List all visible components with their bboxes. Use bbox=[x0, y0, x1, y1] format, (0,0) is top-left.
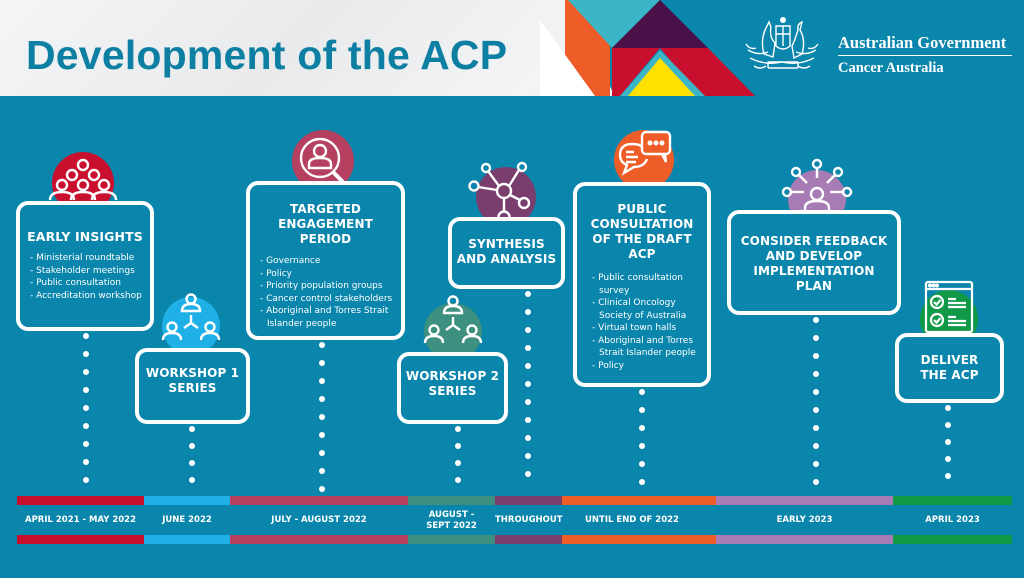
stage-items: Public consultation survey Clinical Onco… bbox=[592, 272, 701, 372]
stage-early-insights: EARLY INSIGHTS Ministerial roundtable St… bbox=[16, 201, 154, 331]
stage-title: WORKSHOP 1 SERIES bbox=[139, 366, 246, 396]
list-item: Priority population groups bbox=[260, 280, 401, 293]
stage-targeted-engagement: TARGETED ENGAGEMENT PERIOD Governance Po… bbox=[246, 181, 405, 340]
agency-name: Cancer Australia bbox=[838, 60, 944, 76]
stage-public-consultation: PUBLIC CONSULTATION OF THE DRAFT ACP Pub… bbox=[573, 182, 711, 387]
title-line: TARGETED bbox=[290, 202, 361, 216]
timeline-bar-synthesis-bottom bbox=[495, 535, 562, 544]
list-item: Accreditation workshop bbox=[30, 290, 150, 303]
list-item: Virtual town halls bbox=[592, 322, 701, 335]
timeline-bar-deliver bbox=[893, 496, 1012, 505]
geometric-triangles-decoration-icon bbox=[540, 0, 755, 96]
period-label: AUGUST - SEPT 2022 bbox=[408, 510, 495, 532]
connector-dots bbox=[319, 342, 325, 492]
list-item: Stakeholder meetings bbox=[30, 265, 150, 278]
list-item: Policy bbox=[260, 268, 401, 281]
connector-dots bbox=[83, 333, 89, 493]
list-item: Clinical Oncology Society of Australia bbox=[592, 297, 701, 322]
government-name: Australian Government bbox=[838, 33, 1007, 52]
workshop-network-icon bbox=[161, 293, 221, 355]
stage-title: WORKSHOP 2 SERIES bbox=[401, 369, 504, 399]
connector-dots bbox=[525, 291, 531, 491]
logo-divider bbox=[838, 55, 1012, 56]
title-line: CONSULTATION bbox=[590, 217, 694, 231]
timeline-bar-public-consultation bbox=[562, 496, 716, 505]
stage-title: TARGETED ENGAGEMENT PERIOD bbox=[250, 202, 401, 247]
stage-deliver: DELIVER THE ACP bbox=[895, 333, 1004, 403]
title-line: WORKSHOP 2 bbox=[405, 369, 500, 383]
timeline-bar-workshop-2 bbox=[408, 496, 495, 505]
title-line: PERIOD bbox=[299, 232, 352, 246]
timeline-bar-workshop-1-bottom bbox=[144, 535, 230, 544]
title-line: DELIVER bbox=[920, 353, 979, 367]
title-line: ACP bbox=[628, 247, 656, 261]
period-label: EARLY 2023 bbox=[776, 515, 833, 525]
timeline-bar-consider-feedback-bottom bbox=[716, 535, 893, 544]
title-line: SYNTHESIS bbox=[468, 237, 545, 251]
stage-title: CONSIDER FEEDBACK AND DEVELOP IMPLEMENTA… bbox=[731, 234, 897, 294]
period-line: AUGUST - bbox=[428, 510, 475, 520]
australian-coat-of-arms-icon bbox=[745, 17, 819, 69]
timeline-bar-deliver-bottom bbox=[893, 535, 1012, 544]
stage-title: SYNTHESIS AND ANALYSIS bbox=[452, 237, 561, 267]
period-line: SEPT 2022 bbox=[426, 521, 477, 531]
period-label: APRIL 2023 bbox=[925, 515, 980, 525]
header-light-panel bbox=[0, 0, 615, 96]
period-label: JULY - AUGUST 2022 bbox=[271, 515, 367, 525]
timeline-bar-workshop-2-bottom bbox=[408, 535, 495, 544]
stage-title: DELIVER THE ACP bbox=[899, 353, 1000, 383]
timeline-bar-early-insights-bottom bbox=[17, 535, 144, 544]
title-line: THE ACP bbox=[920, 368, 979, 382]
title-line: IMPLEMENTATION bbox=[753, 264, 875, 278]
stage-items: Governance Policy Priority population gr… bbox=[260, 255, 401, 330]
timeline-bar-synthesis bbox=[495, 496, 562, 505]
list-item: Ministerial roundtable bbox=[30, 252, 150, 265]
timeline-bar-targeted-engagement bbox=[230, 496, 408, 505]
stage-synthesis: SYNTHESIS AND ANALYSIS bbox=[448, 217, 565, 289]
period-label: JUNE 2022 bbox=[162, 515, 212, 525]
stage-consider-feedback: CONSIDER FEEDBACK AND DEVELOP IMPLEMENTA… bbox=[727, 210, 901, 315]
list-item: Cancer control stakeholders bbox=[260, 293, 401, 306]
title-line: SERIES bbox=[428, 384, 477, 398]
header-banner: Development of the ACP Australian Govern… bbox=[0, 0, 1024, 96]
stage-workshop-1: WORKSHOP 1 SERIES bbox=[135, 348, 250, 424]
connector-dots bbox=[455, 426, 461, 496]
connector-dots bbox=[189, 426, 195, 496]
title-line: PLAN bbox=[795, 279, 833, 293]
period-label: APRIL 2021 - MAY 2022 bbox=[25, 515, 136, 525]
title-line: PUBLIC bbox=[617, 202, 667, 216]
list-item: Aboriginal and Torres Strait Islander pe… bbox=[592, 335, 701, 360]
stage-workshop-2: WORKSHOP 2 SERIES bbox=[397, 352, 508, 424]
list-item: Policy bbox=[592, 360, 701, 373]
connector-dots bbox=[813, 317, 819, 492]
title-line: AND ANALYSIS bbox=[456, 252, 557, 266]
timeline-bar-public-consultation-bottom bbox=[562, 535, 716, 544]
title-line: OF THE DRAFT bbox=[592, 232, 692, 246]
stage-title: PUBLIC CONSULTATION OF THE DRAFT ACP bbox=[577, 202, 707, 262]
list-item: Public consultation bbox=[30, 277, 150, 290]
timeline-bar-early-insights bbox=[17, 496, 144, 505]
stage-title: EARLY INSIGHTS bbox=[27, 229, 143, 244]
list-item: Public consultation survey bbox=[592, 272, 701, 297]
list-item: Governance bbox=[260, 255, 401, 268]
timeline-bar-workshop-1 bbox=[144, 496, 230, 505]
title-line: ENGAGEMENT bbox=[278, 217, 373, 231]
stage-items: Ministerial roundtable Stakeholder meeti… bbox=[30, 252, 150, 302]
timeline-bar-targeted-engagement-bottom bbox=[230, 535, 408, 544]
title-line: CONSIDER FEEDBACK bbox=[740, 234, 888, 248]
list-item: Aboriginal and Torres Strait Islander pe… bbox=[260, 305, 401, 330]
period-label: THROUGHOUT bbox=[495, 515, 563, 525]
title-line: WORKSHOP 1 bbox=[145, 366, 240, 380]
title-line: SERIES bbox=[168, 381, 217, 395]
page-title: Development of the ACP bbox=[26, 32, 508, 78]
period-label: UNTIL END OF 2022 bbox=[585, 515, 679, 525]
timeline-bar-consider-feedback bbox=[716, 496, 893, 505]
title-line: AND DEVELOP bbox=[765, 249, 863, 263]
connector-dots bbox=[945, 405, 951, 495]
speech-bubbles-icon bbox=[614, 130, 674, 190]
workshop-network-icon bbox=[423, 295, 483, 361]
connector-dots bbox=[639, 389, 645, 494]
